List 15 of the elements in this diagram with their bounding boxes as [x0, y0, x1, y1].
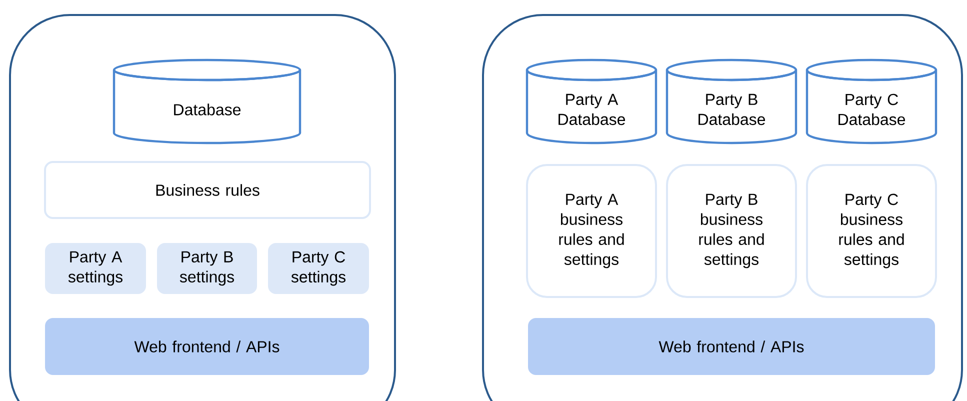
panel	[482, 14, 963, 401]
rules-box: Party B business rules and settings	[666, 164, 797, 298]
database-cylinder: Database	[112, 58, 302, 144]
database-cylinder: Party A Database	[526, 58, 658, 144]
rules-box: Party C business rules and settings	[806, 164, 937, 298]
layer-box: Business rules	[44, 161, 371, 219]
frontend-bar: Web frontend / APIs	[45, 318, 369, 375]
settings-box: Party B settings	[157, 243, 257, 294]
settings-box: Party A settings	[45, 243, 146, 294]
rules-box: Party A business rules and settings	[526, 164, 657, 298]
frontend-bar: Web frontend / APIs	[528, 318, 935, 375]
database-cylinder: Party B Database	[666, 58, 798, 144]
panel	[9, 14, 396, 401]
settings-box: Party C settings	[268, 243, 369, 294]
database-cylinder: Party C Database	[806, 58, 938, 144]
